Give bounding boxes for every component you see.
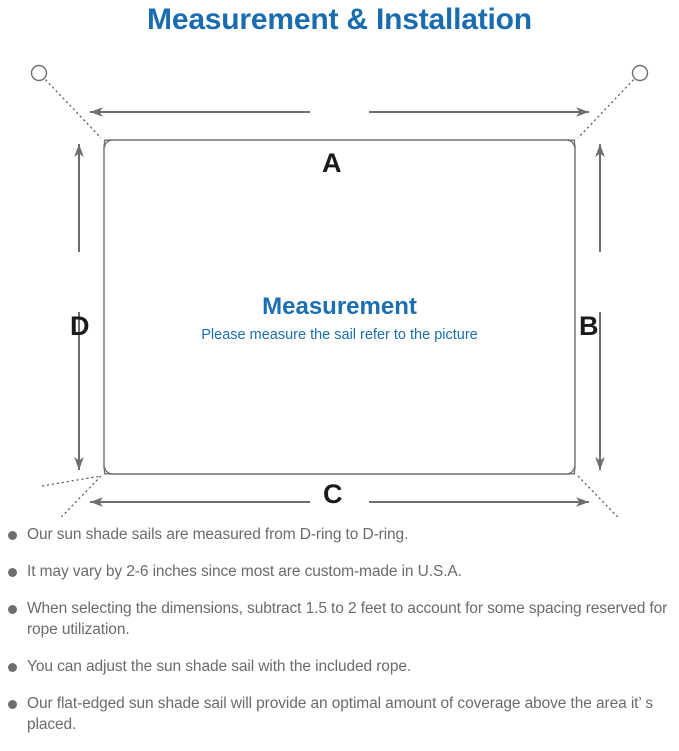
d-ring-bottom-left <box>103 466 112 475</box>
diagram-svg <box>30 64 649 549</box>
bullet-icon <box>8 700 17 709</box>
dimension-label-c: C <box>323 479 343 509</box>
bullet-icon <box>8 663 17 672</box>
rope-line-bottom-left-seg <box>41 475 102 487</box>
rope-line-bottom-left <box>41 475 102 538</box>
d-ring-bottom-right <box>567 466 576 475</box>
list-item: When selecting the dimensions, subtract … <box>0 598 679 640</box>
dimension-label-b: B <box>579 311 599 341</box>
rope-line-top-right <box>577 75 638 139</box>
note-text: Our sun shade sails are measured from D-… <box>27 526 409 543</box>
list-item: You can adjust the sun shade sail with t… <box>0 656 679 677</box>
anchor-ring-top-left <box>30 64 48 82</box>
note-text: When selecting the dimensions, subtract … <box>27 600 668 638</box>
anchor-ring-top-right <box>631 64 649 82</box>
dimension-label-a: A <box>322 148 342 178</box>
page-title: Measurement & Installation <box>147 3 532 36</box>
rope-line-top-left <box>41 75 102 139</box>
bullet-icon <box>8 605 17 614</box>
list-item: Our sun shade sails are measured from D-… <box>0 524 679 545</box>
bullet-icon <box>8 531 17 540</box>
d-ring-top-left <box>103 139 112 148</box>
note-text: You can adjust the sun shade sail with t… <box>27 658 412 675</box>
note-text: Our flat-edged sun shade sail will provi… <box>27 695 653 733</box>
rope-line-bottom-right <box>577 475 638 538</box>
dimension-label-d: D <box>70 311 90 341</box>
d-ring-top-right <box>567 139 576 148</box>
sail-outline <box>103 139 576 475</box>
list-item: It may vary by 2-6 inches since most are… <box>0 561 679 582</box>
note-text: It may vary by 2-6 inches since most are… <box>27 563 462 580</box>
bullet-icon <box>8 568 17 577</box>
list-item: Our flat-edged sun shade sail will provi… <box>0 693 679 735</box>
measurement-diagram: Measurement Please measure the sail refe… <box>0 52 679 549</box>
notes-list: Our sun shade sails are measured from D-… <box>0 524 679 751</box>
